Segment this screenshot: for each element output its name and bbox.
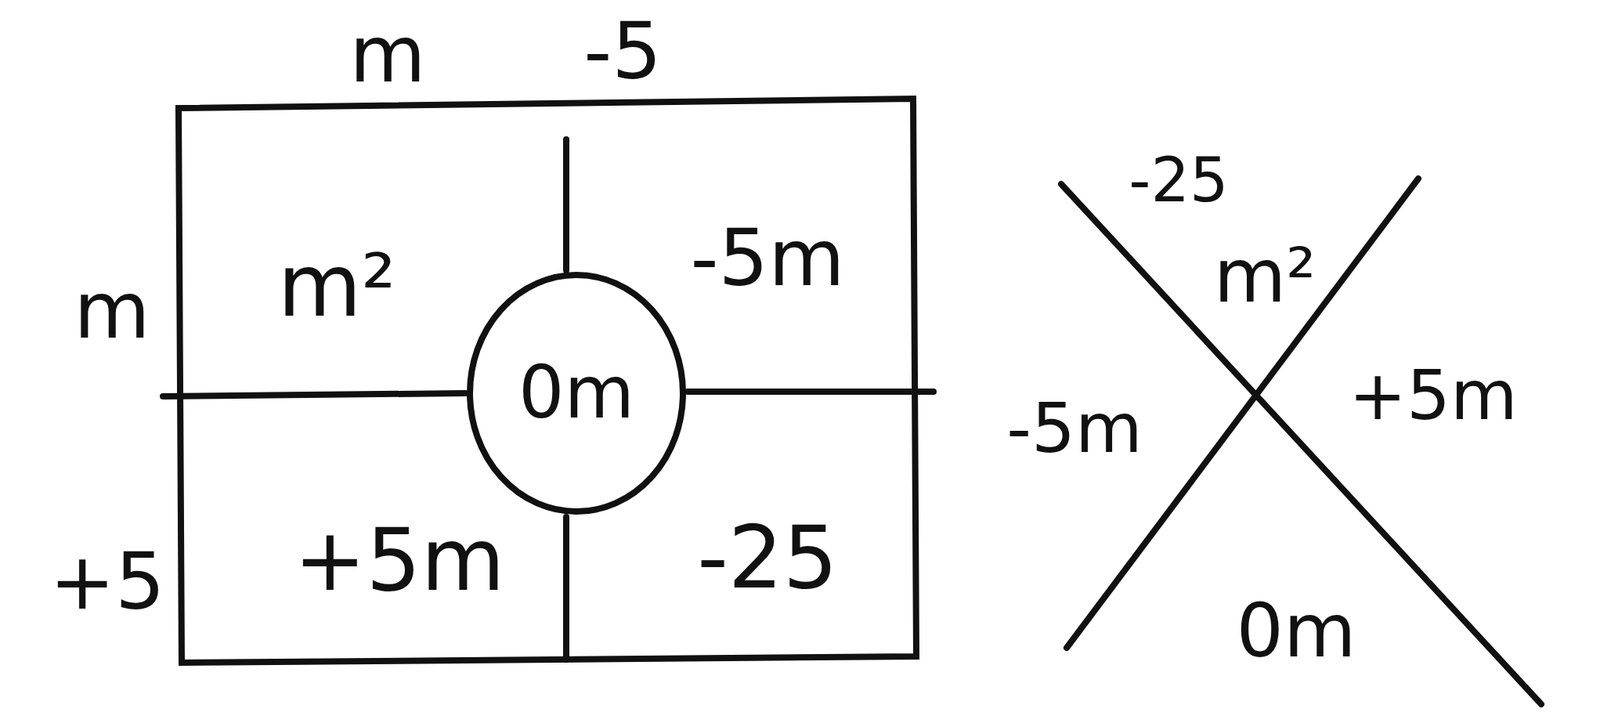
cell-term: -25 — [697, 514, 838, 601]
grid-divider — [563, 139, 570, 271]
factor-label: +5 — [49, 542, 165, 622]
grid-divider — [563, 516, 570, 660]
factor-label: -5 — [583, 12, 662, 91]
grid-divider — [162, 393, 466, 397]
circle-node: 0m — [466, 271, 687, 515]
cross-term: -25 — [1128, 149, 1228, 211]
cell-term: m² — [277, 242, 396, 329]
cross-term: -5m — [1006, 393, 1142, 463]
cross-term: +5m — [1348, 361, 1517, 430]
cell-term: -5m — [689, 219, 845, 298]
cross-term: m² — [1213, 238, 1317, 314]
grid-cell: -25 — [689, 506, 846, 609]
cell-term: 0m — [518, 357, 635, 430]
factor-label: m — [73, 271, 150, 351]
circle-outline — [469, 274, 683, 512]
grid-divider — [687, 388, 934, 395]
grid-cell: +5m — [285, 509, 513, 611]
grid-cell: -5m — [682, 211, 853, 306]
grid-outline — [178, 98, 917, 663]
cell-term: +5m — [293, 516, 505, 604]
factor-label: m — [349, 15, 426, 94]
grid-cell: m² — [269, 234, 404, 337]
cross-term: 0m — [1236, 593, 1357, 669]
